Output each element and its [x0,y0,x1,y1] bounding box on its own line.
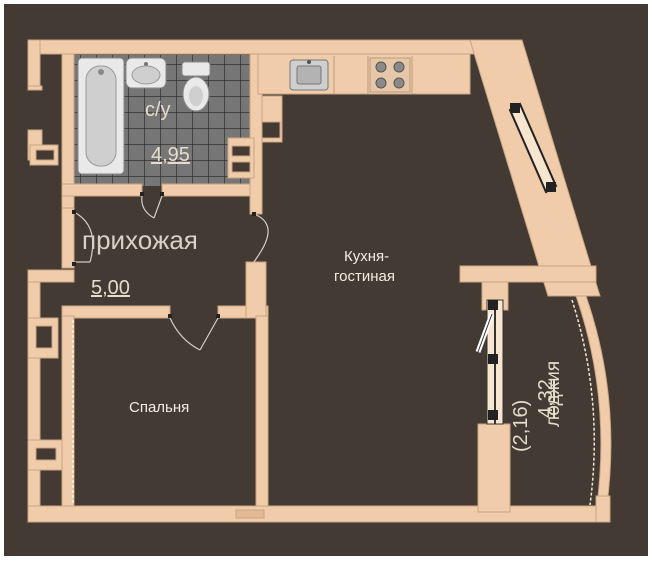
window-icon [508,102,558,194]
washbasin-icon [125,57,167,89]
loggia-glazing [571,299,595,506]
kitchen-counter [333,56,413,94]
bedroom-label: Спальня [129,399,190,416]
bathroom-label: с/у [145,99,171,121]
cooktop-icon [369,57,411,93]
loggia-area-reduced: (2,16) [510,399,532,452]
toilet-icon [181,61,211,112]
living-room-label-line1: Кухня- [344,248,390,265]
bathroom-area: 4,95 [151,144,190,166]
loggia-window [475,299,504,425]
door-hinges [72,192,256,318]
hallway-area: 5,00 [91,277,130,299]
living-room-label-line2: гостиная [334,268,395,285]
walls [27,39,612,523]
doors [73,195,269,351]
loggia-area: 4,32 [535,379,557,418]
bathtub-icon [77,57,125,175]
kitchen-sink-icon [289,59,329,91]
hallway-label: прихожая [82,225,198,255]
